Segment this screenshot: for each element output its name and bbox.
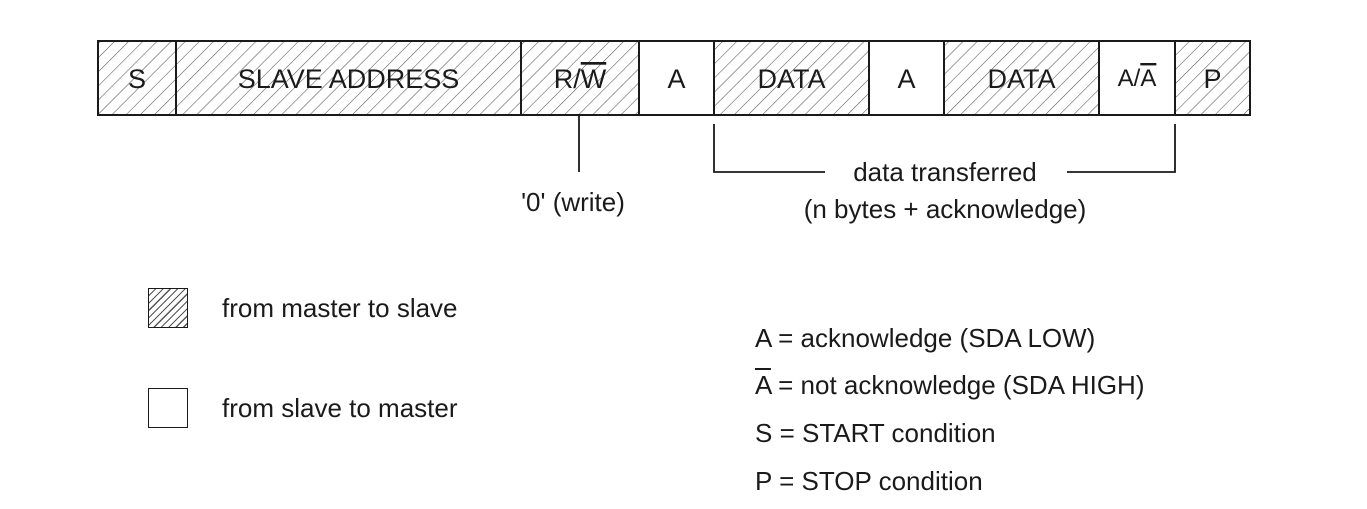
key-ack-text: = acknowledge (SDA LOW) (770, 323, 1096, 353)
legend-master-to-slave-label: from master to slave (222, 292, 458, 323)
legend-master-to-slave: from master to slave (148, 288, 458, 328)
legend-slave-to-master: from slave to master (148, 388, 458, 428)
key-start: S = START condition (755, 418, 996, 448)
hatched-swatch (148, 288, 188, 328)
field-rw (520, 40, 640, 116)
field-data-2 (943, 40, 1100, 116)
data-bracket-left (713, 124, 825, 173)
field-data-1 (713, 40, 870, 116)
field-ack-nack (1098, 40, 1176, 116)
data-bracket-right (1067, 124, 1176, 173)
plain-swatch (148, 388, 188, 428)
field-label-ack-2: A (897, 64, 915, 94)
field-label-ack-1: A (667, 64, 685, 94)
key-stop: P = STOP condition (755, 466, 983, 496)
field-stop (1174, 40, 1251, 116)
field-ack-2 (868, 40, 945, 116)
field-label-start: S (128, 64, 146, 94)
field-slave-address (175, 40, 522, 116)
key-nack: A = not acknowledge (SDA HIGH) (755, 370, 1144, 401)
frame-row: S SLAVE ADDRESS R/W A DATA A DATA A/A P (97, 40, 1251, 116)
key-ack-symbol: A (755, 323, 771, 353)
key-nack-symbol: A (755, 370, 771, 400)
legend-slave-to-master-label: from slave to master (222, 392, 458, 423)
field-label-slave-address: SLAVE ADDRESS (238, 64, 460, 94)
field-start (97, 40, 177, 116)
field-label-data-1: DATA (757, 64, 825, 94)
data-transferred-label: data transferred (853, 157, 1037, 187)
field-label-rw: R/W (554, 64, 607, 94)
field-label-stop: P (1203, 64, 1221, 94)
key-ack: A = acknowledge (SDA LOW) (755, 323, 1095, 354)
field-label-data-2: DATA (987, 64, 1055, 94)
write-bit-label: '0' (write) (521, 187, 625, 217)
field-label-ack-nack: A/A (1118, 65, 1157, 92)
key-nack-text: = not acknowledge (SDA HIGH) (770, 370, 1145, 400)
data-transferred-sublabel: (n bytes + acknowledge) (804, 194, 1087, 224)
